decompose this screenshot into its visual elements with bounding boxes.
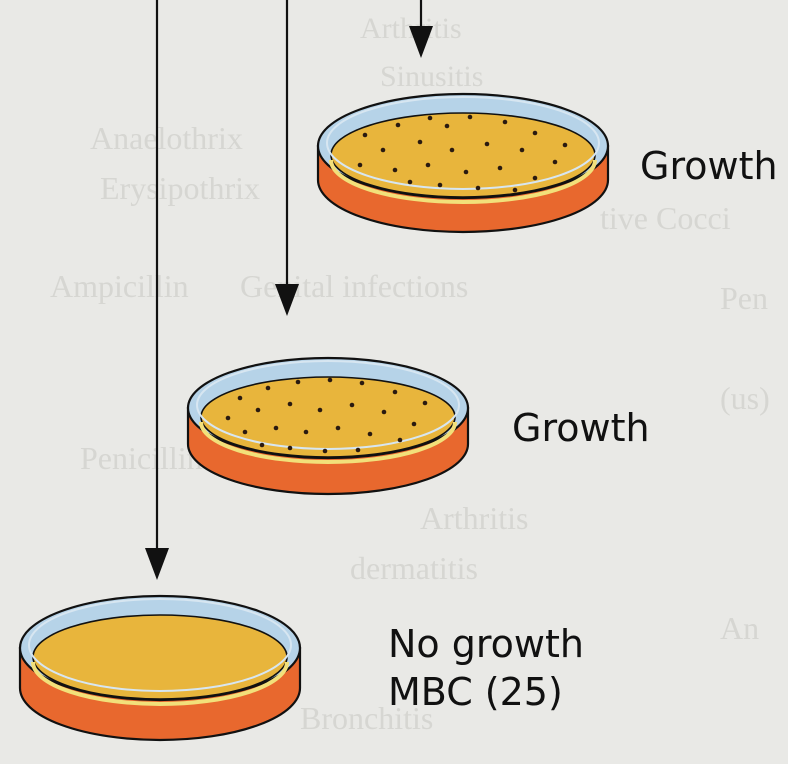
mbc-label: MBC (25) bbox=[388, 672, 563, 714]
growth-label-2: Growth bbox=[512, 408, 650, 450]
arrow-to-dish-1 bbox=[409, 0, 433, 58]
petri-dish-no-growth bbox=[20, 596, 300, 740]
arrow-to-dish-3 bbox=[145, 0, 169, 580]
petri-dish-growth-2 bbox=[188, 358, 468, 494]
arrow-to-dish-2 bbox=[275, 0, 299, 316]
growth-label-1: Growth bbox=[640, 146, 778, 188]
petri-dish-growth-1 bbox=[318, 94, 608, 232]
no-growth-label: No growth bbox=[388, 624, 584, 666]
